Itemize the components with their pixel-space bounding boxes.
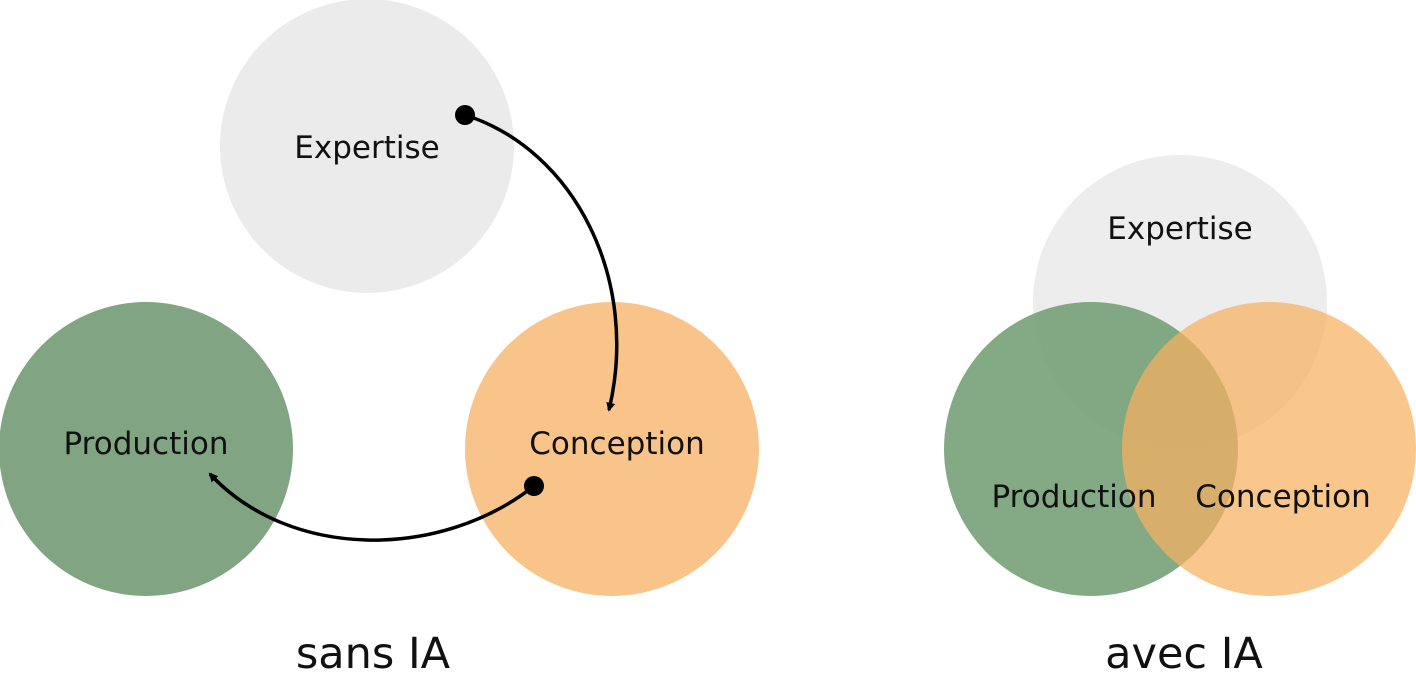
arrow-expertise-to-conception — [455, 105, 619, 412]
caption-avec-ia: avec IA — [1105, 629, 1263, 679]
production-circle — [0, 302, 293, 596]
expertise-circle — [220, 0, 514, 293]
expertise-label: Expertise — [294, 130, 439, 166]
arrow-curve — [464, 113, 619, 412]
caption-sans-ia: sans IA — [296, 629, 451, 679]
conception-label: Conception — [1195, 479, 1370, 515]
arrow-conception-to-production — [208, 472, 544, 542]
production-label: Production — [992, 479, 1157, 515]
right-diagram: Expertise Production Conception avec IA — [944, 155, 1416, 679]
production-label: Production — [64, 426, 229, 462]
arrow-curve — [208, 472, 536, 542]
conception-circle — [465, 302, 759, 596]
conception-circle — [1122, 302, 1416, 596]
left-diagram: Expertise Production Conception sans IA — [0, 0, 759, 679]
conception-label: Conception — [529, 426, 704, 462]
expertise-label: Expertise — [1107, 211, 1252, 247]
